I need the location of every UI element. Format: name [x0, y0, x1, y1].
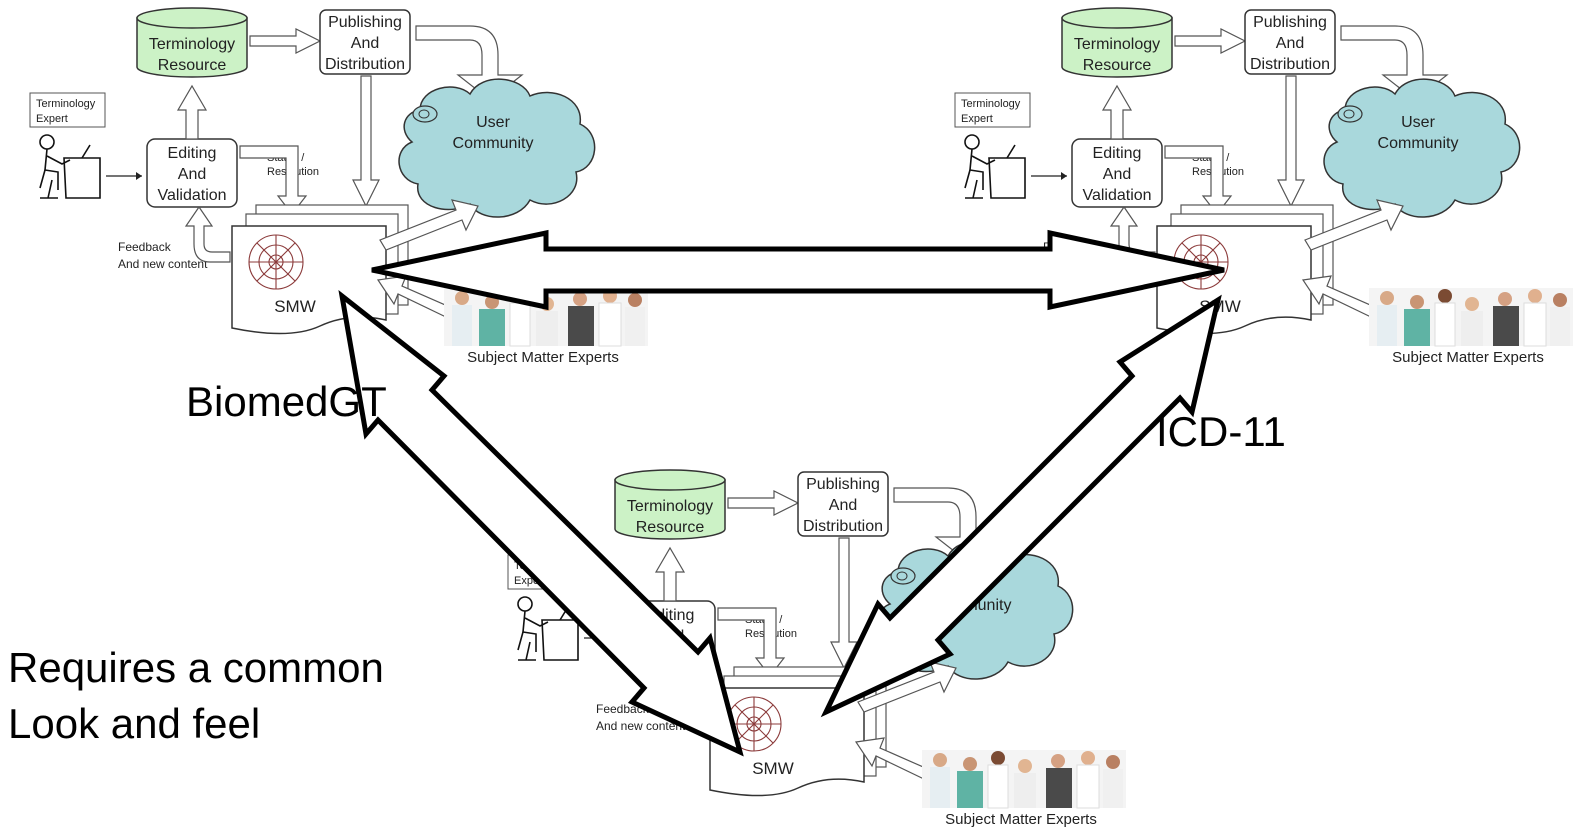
arrow-biomedgt-third — [338, 290, 744, 757]
icd-label: ICD-11 — [1156, 408, 1286, 455]
caption: Requires a common Look and feel — [8, 640, 384, 752]
biomedgt-label: BiomedGT — [186, 378, 387, 425]
arrow-icd-third — [820, 294, 1222, 718]
workflow-biomedgt — [29, 7, 649, 367]
workflow-icd — [954, 7, 1573, 367]
caption-line-2: Look and feel — [8, 700, 261, 747]
caption-line-1: Requires a common — [8, 644, 384, 691]
arrow-biomedgt-icd — [371, 229, 1225, 311]
